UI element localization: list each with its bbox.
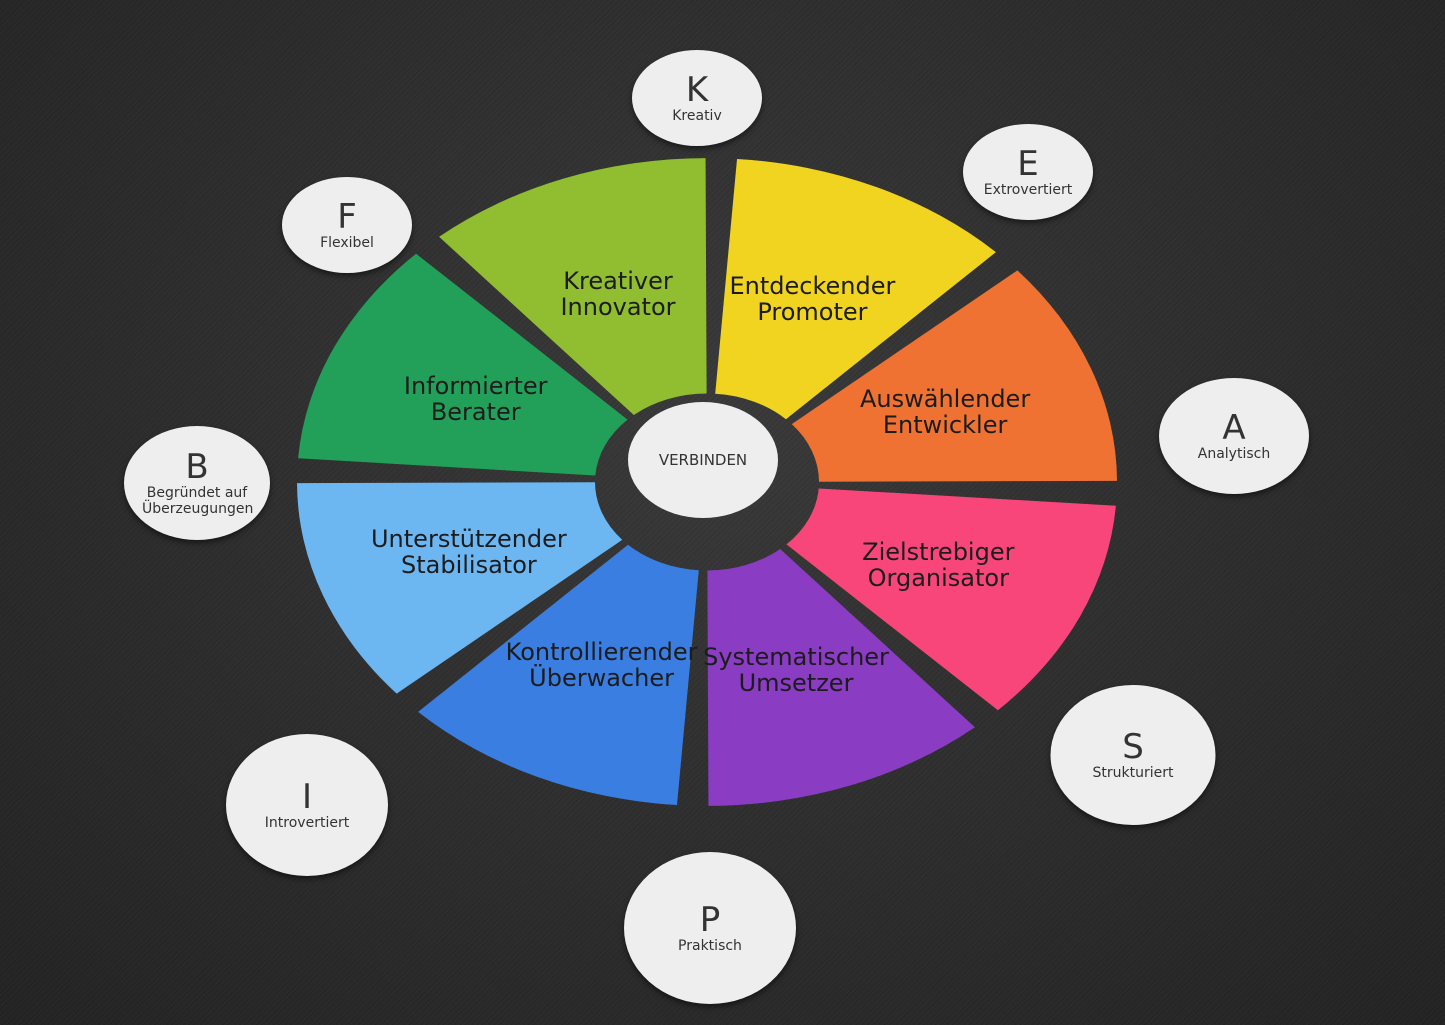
token-letter: S (1122, 727, 1144, 767)
token-p: P Praktisch (624, 852, 796, 1004)
token-letter: K (685, 70, 709, 110)
token-a: A Analytisch (1159, 378, 1309, 494)
wheel-segment (791, 270, 1117, 482)
segment-label-line2: Berater (430, 397, 521, 426)
token-f: F Flexibel (282, 177, 412, 273)
segment-label-line1: Entdeckender (729, 272, 896, 301)
token-b: B Begründet auf Überzeugungen (124, 426, 270, 540)
segment-label-line1: Systematischer (703, 643, 889, 672)
segment-label-line2: Umsetzer (738, 669, 854, 698)
segment-label-line2: Entwickler (882, 410, 1008, 439)
segment-label-line1: Zielstrebiger (862, 538, 1015, 567)
token-word: Strukturiert (1092, 765, 1174, 781)
token-word: Extrovertiert (983, 182, 1073, 198)
token-s: S Strukturiert (1050, 685, 1216, 825)
token-e: E Extrovertiert (963, 124, 1093, 220)
segment-label-line1: Informierter (403, 371, 548, 400)
segment-label-line2: Innovator (560, 292, 676, 321)
wheel-segment (297, 482, 623, 694)
token-word: Kreativ (672, 108, 722, 124)
token-letter: A (1222, 408, 1246, 448)
token-letter: B (185, 447, 209, 487)
segment-label-line2: Promoter (757, 298, 868, 327)
segment-label-line1: Kontrollierender (505, 637, 698, 666)
wheel-segment (298, 253, 628, 476)
wheel-segment (439, 158, 707, 416)
token-k: K Kreativ (632, 50, 762, 146)
segment-label-line2: Stabilisator (401, 551, 537, 580)
segment-label-line2: Organisator (867, 564, 1009, 593)
token-letter: I (301, 777, 313, 817)
token-word: Analytisch (1197, 446, 1271, 462)
hub-verbinden: VERBINDEN (628, 402, 778, 518)
wheel-segment (418, 544, 699, 806)
wheel-segment (715, 158, 996, 420)
segment-label-line2: Überwacher (529, 663, 674, 692)
token-letter: P (699, 900, 721, 940)
token-word: Flexibel (320, 235, 374, 251)
token-i: I Introvertiert (226, 734, 388, 876)
hub-label: VERBINDEN (658, 451, 748, 469)
token-word: Introvertiert (264, 815, 350, 831)
segment-label-line1: Kreativer (563, 266, 673, 295)
token-word: Begründet auf Überzeugungen (142, 485, 254, 517)
segment-label-line1: Unterstützender (370, 525, 567, 554)
segment-label-line1: Auswählender (859, 384, 1031, 413)
token-letter: F (337, 197, 357, 237)
token-word: Praktisch (678, 938, 742, 954)
wheel-segment (707, 548, 975, 806)
wheel-segment (786, 488, 1116, 711)
token-letter: E (1017, 144, 1039, 184)
